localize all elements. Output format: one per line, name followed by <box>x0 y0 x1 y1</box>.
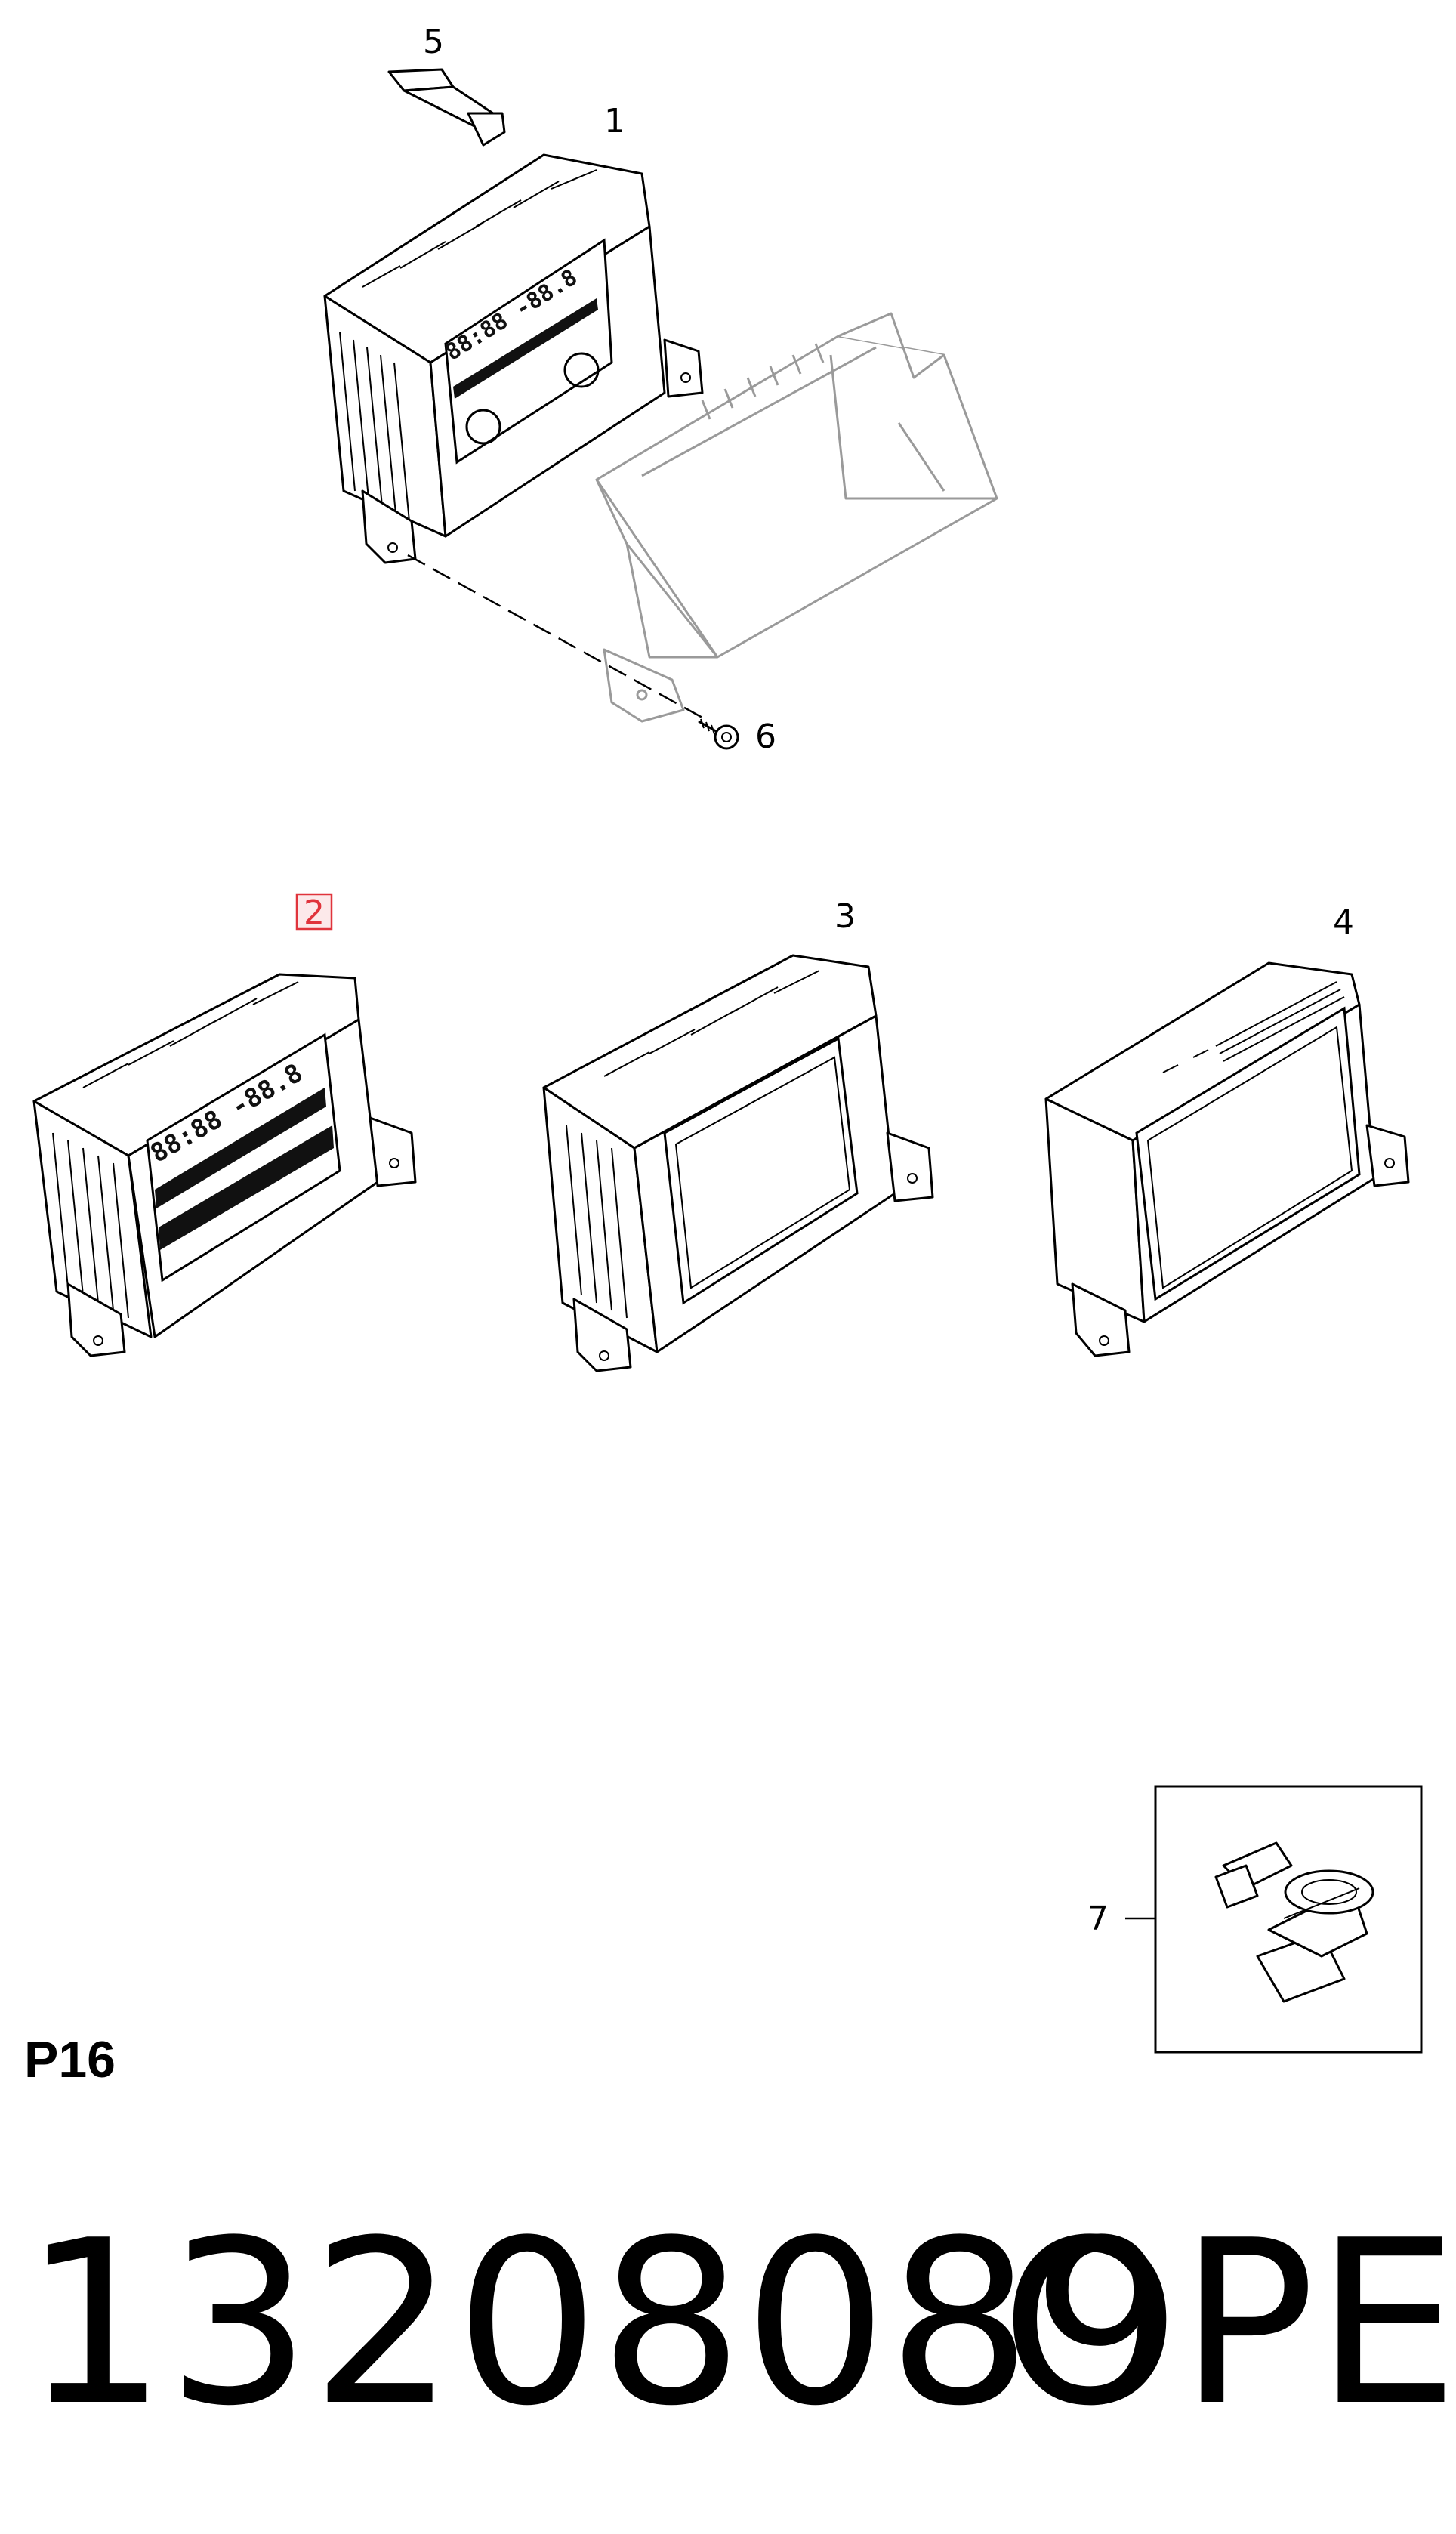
brand-name: OPEL <box>1001 2192 1456 2455</box>
part-2-display-unit[interactable]: 88:88 -88.8 <box>32 973 417 1357</box>
callout-2-highlight-box <box>295 893 333 931</box>
part-7-connector[interactable] <box>1214 1841 1374 2003</box>
diagram-code: P16 <box>24 2031 116 2088</box>
part-3-display-unit[interactable] <box>542 954 934 1372</box>
callout-1: 1 <box>604 102 625 140</box>
part-6-screw[interactable] <box>698 718 739 750</box>
part-number: 13208089 <box>23 2192 1176 2455</box>
mounting-bracket <box>595 312 998 723</box>
callout-2: 2 <box>304 894 325 932</box>
callout-5: 5 <box>423 23 444 61</box>
callout-4: 4 <box>1333 903 1354 942</box>
callout-6: 6 <box>755 718 776 756</box>
callout-7: 7 <box>1087 1900 1109 1938</box>
part-5-clip[interactable] <box>387 68 506 147</box>
callout-3: 3 <box>834 897 856 936</box>
part-1-display-unit[interactable]: 88:88 -88.8 <box>323 153 704 564</box>
part-4-display-unit[interactable] <box>1044 961 1410 1357</box>
